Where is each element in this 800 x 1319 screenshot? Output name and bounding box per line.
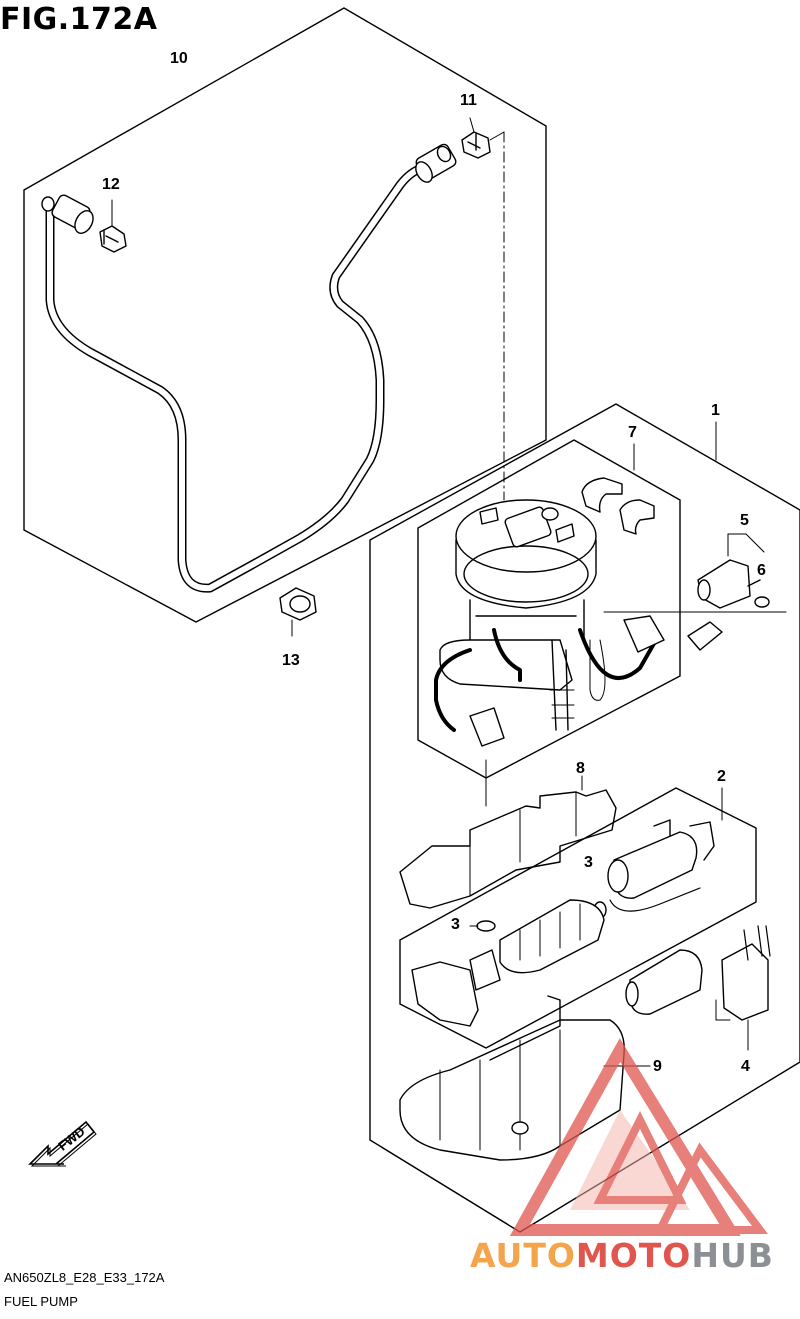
forward-direction-arrow: FWD	[28, 1112, 98, 1172]
callout-11: 11	[460, 92, 477, 109]
watermark-logo	[509, 1038, 768, 1236]
figure-code: AN650ZL8_E28_E33_172A	[4, 1270, 165, 1285]
pump-holder	[411, 899, 605, 1027]
callout-9: 9	[653, 1058, 662, 1075]
callout-4: 4	[741, 1058, 750, 1075]
watermark-part-hub: HUB	[691, 1236, 774, 1275]
callout-12: 12	[102, 176, 120, 193]
pump-wire	[434, 628, 522, 732]
saddle-clips	[581, 477, 655, 535]
pressure-regulator-5	[697, 533, 770, 609]
callout-3-lower: 3	[451, 916, 460, 933]
wire-connector-right	[623, 615, 665, 653]
figure-name: FUEL PUMP	[4, 1294, 78, 1309]
callout-6: 6	[757, 562, 766, 579]
hose-group-frame	[23, 7, 547, 623]
tray-9	[399, 995, 651, 1161]
wire-connector-left	[469, 707, 505, 747]
bracket-8	[399, 775, 617, 909]
callout-3-upper: 3	[584, 854, 593, 871]
callout-10: 10	[170, 50, 188, 67]
assembly-1-frame	[369, 403, 800, 1233]
pump-motor	[607, 819, 715, 912]
pipe-connector	[687, 621, 723, 651]
callout-7: 7	[628, 424, 637, 441]
clip-11	[461, 117, 505, 159]
fuel-level-sensor-4	[625, 925, 771, 1051]
callout-2: 2	[717, 768, 726, 785]
callout-13: 13	[282, 652, 300, 669]
clip-13	[279, 587, 317, 637]
clip-12	[99, 199, 127, 253]
subassembly-7-frame	[417, 439, 681, 779]
pump-flange	[455, 499, 597, 641]
subassembly-2-frame	[399, 787, 757, 1049]
watermark-part-auto: AUTO	[470, 1236, 576, 1275]
watermark-text: AUTOMOTOHUB	[470, 1236, 774, 1275]
callout-5: 5	[740, 512, 749, 529]
callout-1: 1	[711, 402, 720, 419]
figure-title: FIG.172A	[0, 2, 158, 37]
callout-8: 8	[576, 760, 585, 777]
hose-connector-right	[415, 143, 457, 183]
o-ring-3b	[476, 920, 496, 932]
watermark-part-moto: MOTO	[575, 1236, 692, 1275]
hose-connector-left	[41, 194, 94, 234]
